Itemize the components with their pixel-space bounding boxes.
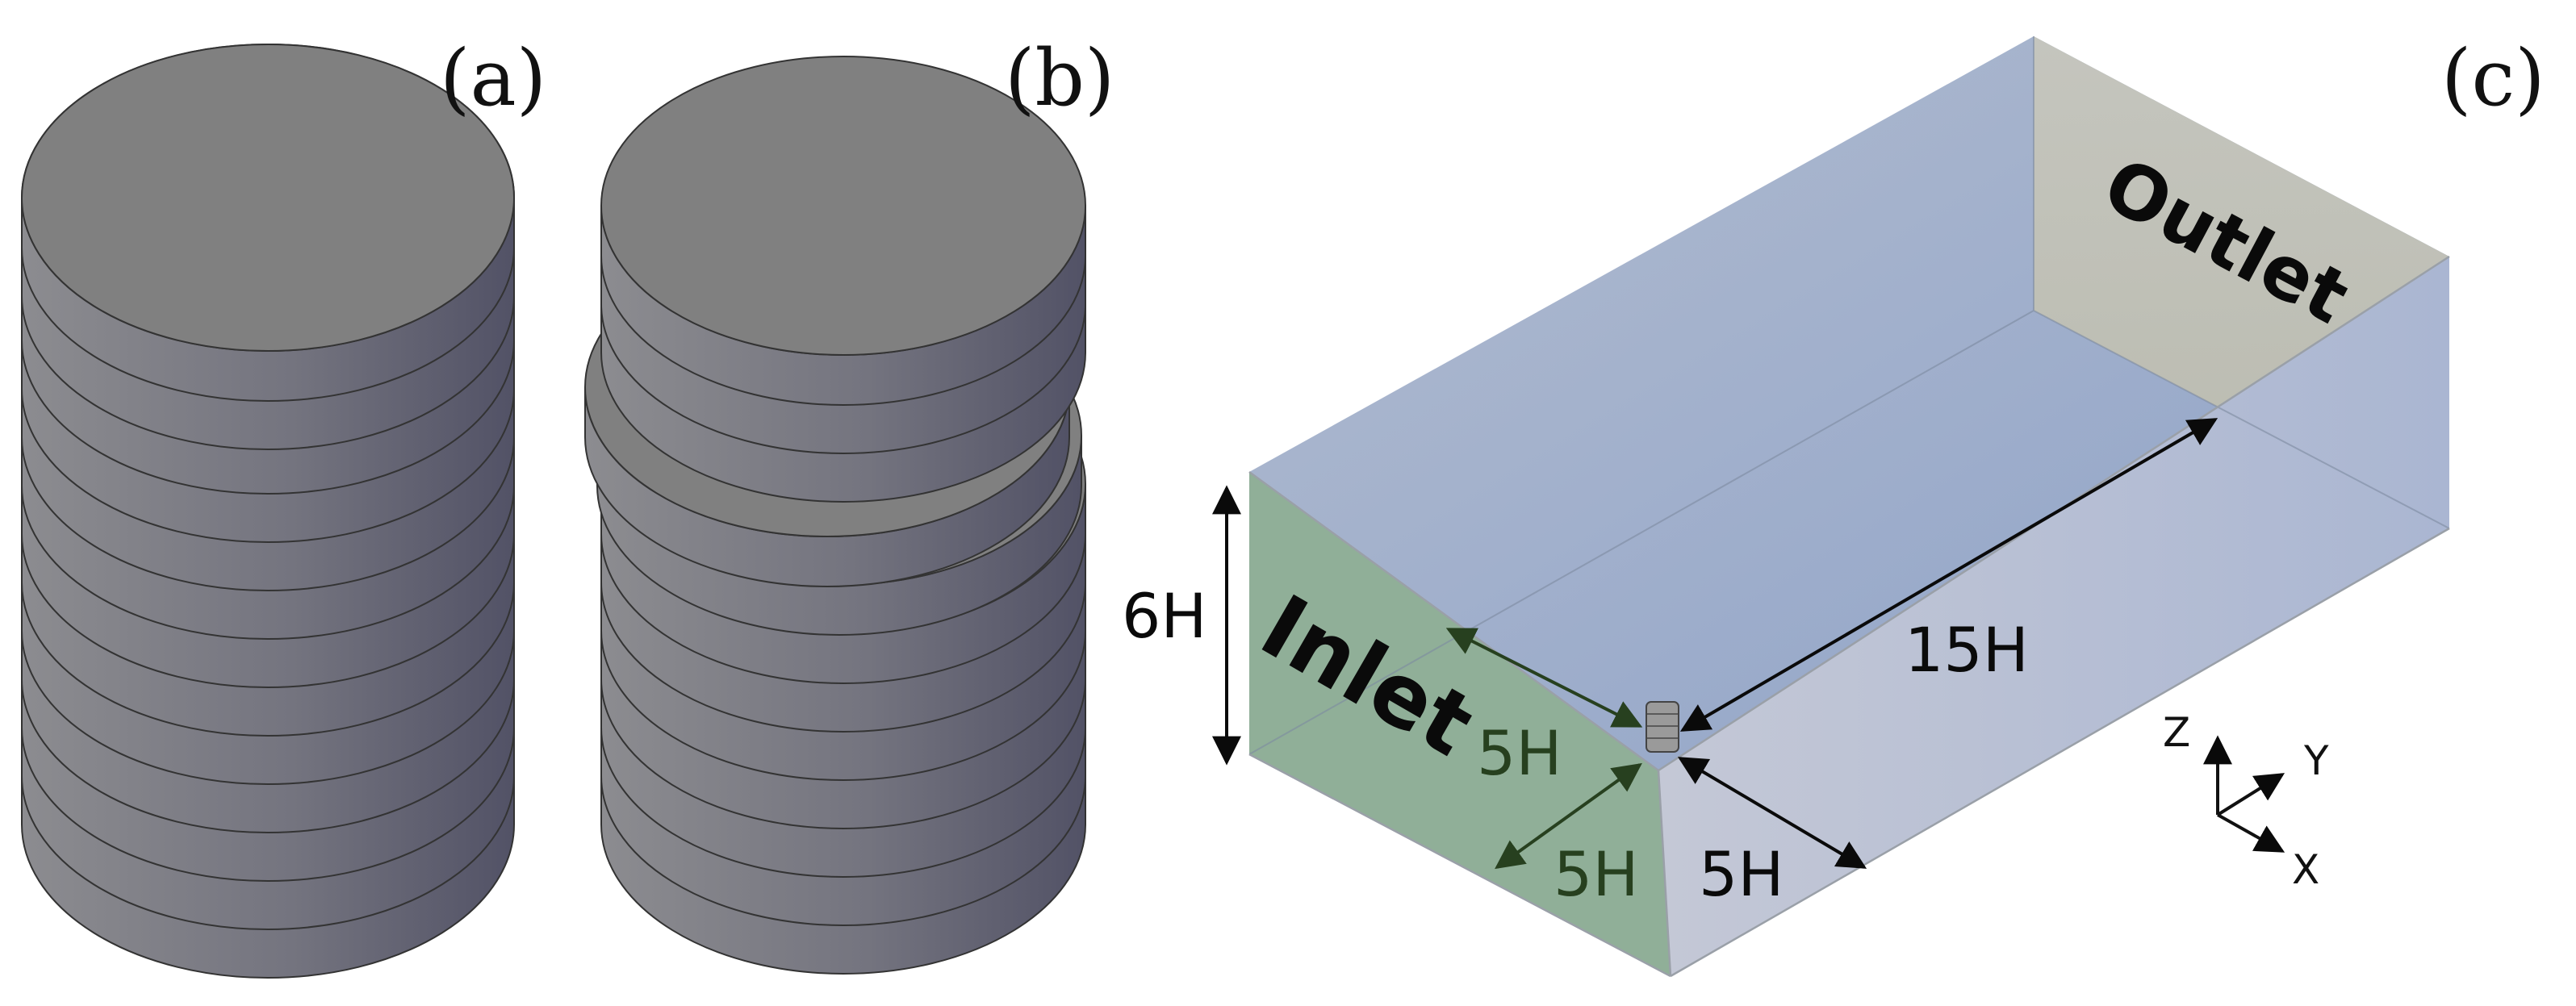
axis-label-z: Z <box>2163 709 2190 756</box>
dimension-arrows <box>1212 418 2218 870</box>
side-right-label: 5H <box>1699 838 1784 910</box>
upstream-arrow <box>1445 628 1643 728</box>
axis-label-x: X <box>2292 846 2319 893</box>
disk-stack-b <box>584 56 1086 975</box>
disk <box>600 56 1086 406</box>
height-label: 6H <box>1122 580 1207 652</box>
downstream-label: 15H <box>1905 614 2029 686</box>
upstream-label: 5H <box>1477 717 1562 789</box>
panel-label-a: (a) <box>440 33 546 123</box>
axis-label-y: Y <box>2303 737 2329 784</box>
downstream-arrow <box>1679 418 2218 732</box>
side-right-arrow <box>1677 757 1867 869</box>
hidden-edges <box>1248 36 2450 755</box>
axis-triad <box>2203 735 2285 853</box>
disk <box>21 44 515 402</box>
building-model <box>1646 701 1679 753</box>
panel-label-c: (c) <box>2441 33 2545 123</box>
side-left-label: 5H <box>1554 838 1639 910</box>
side-left-arrow <box>1495 762 1642 870</box>
domain-box <box>1248 36 2450 978</box>
panel-label-b: (b) <box>1005 33 1114 123</box>
disk-stack-a <box>21 44 515 979</box>
